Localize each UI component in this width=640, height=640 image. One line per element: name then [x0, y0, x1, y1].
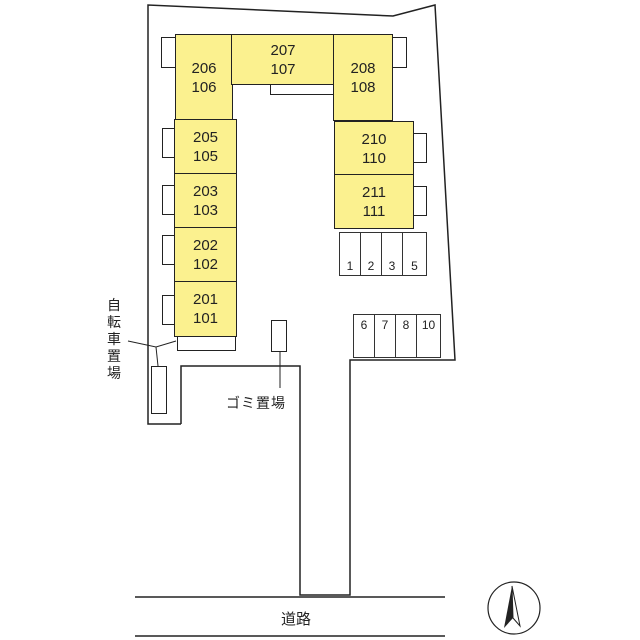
unit-210-110: 210 110: [334, 121, 414, 176]
balcony: [392, 37, 407, 68]
unit-lower: 106: [191, 78, 217, 96]
unit-upper: 202: [192, 237, 219, 254]
unit-upper: 203: [192, 183, 219, 200]
road-label: 道路: [281, 610, 312, 628]
unit-lower: 102: [192, 256, 219, 273]
unit-lower: 103: [192, 202, 219, 219]
bicycle-parking-label: 自 転 車 置 場: [107, 298, 121, 382]
unit-lower: 107: [270, 60, 296, 78]
unit-lower: 101: [192, 310, 219, 327]
unit-lower: 111: [362, 202, 386, 220]
unit-upper: 211: [362, 183, 386, 201]
bicycle-leader: [127, 340, 177, 348]
parking-stall: 1: [339, 232, 361, 276]
unit-upper: 207: [270, 41, 296, 59]
unit-upper: 210: [361, 130, 387, 148]
garbage-area: [271, 320, 287, 352]
unit-208-108: 208 108: [333, 34, 393, 121]
unit-207-107: 207 107: [231, 34, 335, 85]
entry-step: [177, 336, 236, 351]
parking-stall: 10: [416, 314, 441, 358]
unit-lower: 105: [192, 148, 219, 165]
unit-lower: 108: [350, 78, 376, 96]
unit-lower: 110: [362, 149, 386, 167]
unit-205-105: 205 105: [174, 119, 237, 175]
parking-stall: 7: [374, 314, 396, 358]
unit-upper: 208: [350, 59, 376, 77]
parking-stall: 6: [353, 314, 375, 358]
unit-202-102: 202 102: [174, 227, 237, 283]
unit-206-106: 206 106: [175, 34, 233, 121]
unit-211-111: 211 111: [334, 174, 414, 229]
north-arrow-icon: [487, 581, 541, 635]
unit-upper: 205: [192, 129, 219, 146]
balcony: [413, 186, 427, 216]
unit-203-103: 203 103: [174, 173, 237, 229]
balcony: [413, 133, 427, 163]
bicycle-leader-2: [155, 346, 159, 367]
parking-stall: 2: [360, 232, 382, 276]
unit-upper: 206: [191, 59, 217, 77]
parking-stall: 8: [395, 314, 417, 358]
garbage-label: ゴミ置場: [226, 396, 286, 412]
unit-upper: 201: [192, 291, 219, 308]
unit-201-101: 201 101: [174, 281, 237, 337]
parking-stall: 3: [381, 232, 403, 276]
parking-stall: 5: [402, 232, 427, 276]
bicycle-parking-area: [151, 366, 167, 414]
